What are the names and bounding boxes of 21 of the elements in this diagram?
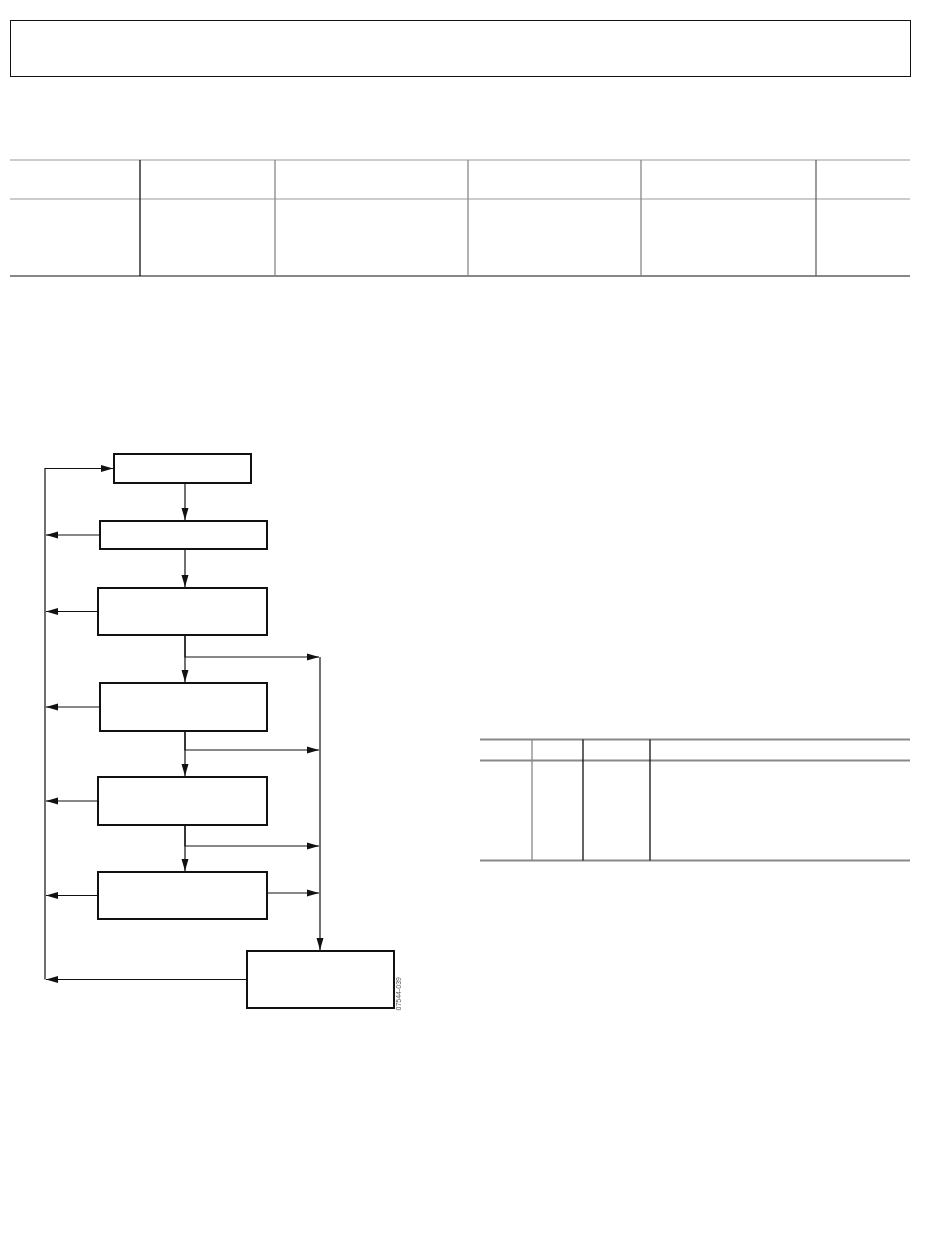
process-box [246, 950, 395, 1009]
arrow [45, 608, 98, 615]
arrow [184, 731, 320, 754]
arrow [45, 797, 98, 805]
arrow [45, 531, 100, 539]
arrow [316, 656, 324, 951]
arrow [44, 465, 114, 981]
process-box [97, 587, 268, 636]
arrow [45, 976, 247, 983]
process-box [99, 682, 268, 732]
process-box [113, 453, 252, 484]
arrow [181, 549, 189, 588]
arrow [45, 892, 98, 899]
process-box [99, 520, 268, 550]
arrow [267, 889, 320, 897]
arrow [184, 635, 320, 661]
arrow [181, 483, 189, 521]
process-box [97, 776, 268, 826]
arrow [45, 703, 100, 711]
arrow [184, 825, 320, 850]
process-box [97, 871, 268, 920]
